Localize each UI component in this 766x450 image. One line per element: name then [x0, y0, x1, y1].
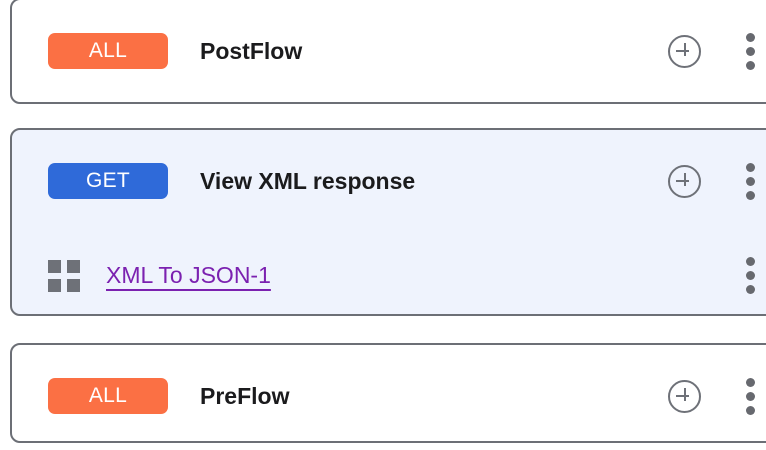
grid-square	[67, 279, 80, 292]
flow-title-postflow: PostFlow	[200, 37, 303, 64]
policy-actions-xml-to-json-1	[745, 256, 766, 294]
flow-row-postflow[interactable]: ALL PostFlow	[12, 0, 766, 102]
grid-square	[48, 260, 61, 273]
kebab-dot	[745, 32, 755, 42]
flow-title-preflow: PreFlow	[200, 382, 290, 409]
plus-circle-icon[interactable]	[668, 34, 701, 68]
kebab-dot	[745, 377, 755, 387]
flow-actions-preflow	[668, 377, 766, 415]
method-badge-get[interactable]: GET	[48, 163, 168, 199]
kebab-dot	[745, 256, 755, 266]
kebab-dot	[745, 176, 755, 186]
grid-square	[67, 260, 80, 273]
kebab-dot	[745, 284, 755, 294]
method-badge-all[interactable]: ALL	[48, 33, 168, 69]
kebab-menu-icon[interactable]	[745, 256, 755, 294]
kebab-dot	[745, 60, 755, 70]
flow-card-view-xml-response[interactable]: GET View XML response XML To JSON-1	[10, 128, 766, 316]
kebab-dot	[745, 391, 755, 401]
kebab-dot	[745, 46, 755, 56]
flow-actions-postflow	[668, 32, 766, 70]
flow-row-view-xml-response[interactable]: GET View XML response	[12, 130, 766, 232]
policy-link-xml-to-json-1[interactable]: XML To JSON-1	[106, 261, 271, 288]
grid-policy-icon	[48, 260, 80, 292]
flow-actions-view-xml-response	[668, 162, 766, 200]
kebab-dot	[745, 270, 755, 280]
plus-circle-icon[interactable]	[668, 164, 701, 198]
flow-card-preflow[interactable]: ALL PreFlow	[10, 343, 766, 443]
grid-square	[48, 279, 61, 292]
flow-row-preflow[interactable]: ALL PreFlow	[12, 345, 766, 447]
flow-title-view-xml-response: View XML response	[200, 167, 416, 194]
method-badge-all[interactable]: ALL	[48, 378, 168, 414]
kebab-dot	[745, 405, 755, 415]
plus-circle-icon[interactable]	[668, 379, 701, 413]
flow-card-postflow[interactable]: ALL PostFlow	[10, 0, 766, 104]
kebab-dot	[745, 190, 755, 200]
flow-list: ALL PostFlow GET View XML response	[10, 0, 766, 443]
kebab-menu-icon[interactable]	[745, 32, 755, 70]
kebab-menu-icon[interactable]	[745, 377, 755, 415]
kebab-menu-icon[interactable]	[745, 162, 755, 200]
kebab-dot	[745, 162, 755, 172]
policy-row-xml-to-json-1[interactable]: XML To JSON-1	[12, 232, 766, 318]
